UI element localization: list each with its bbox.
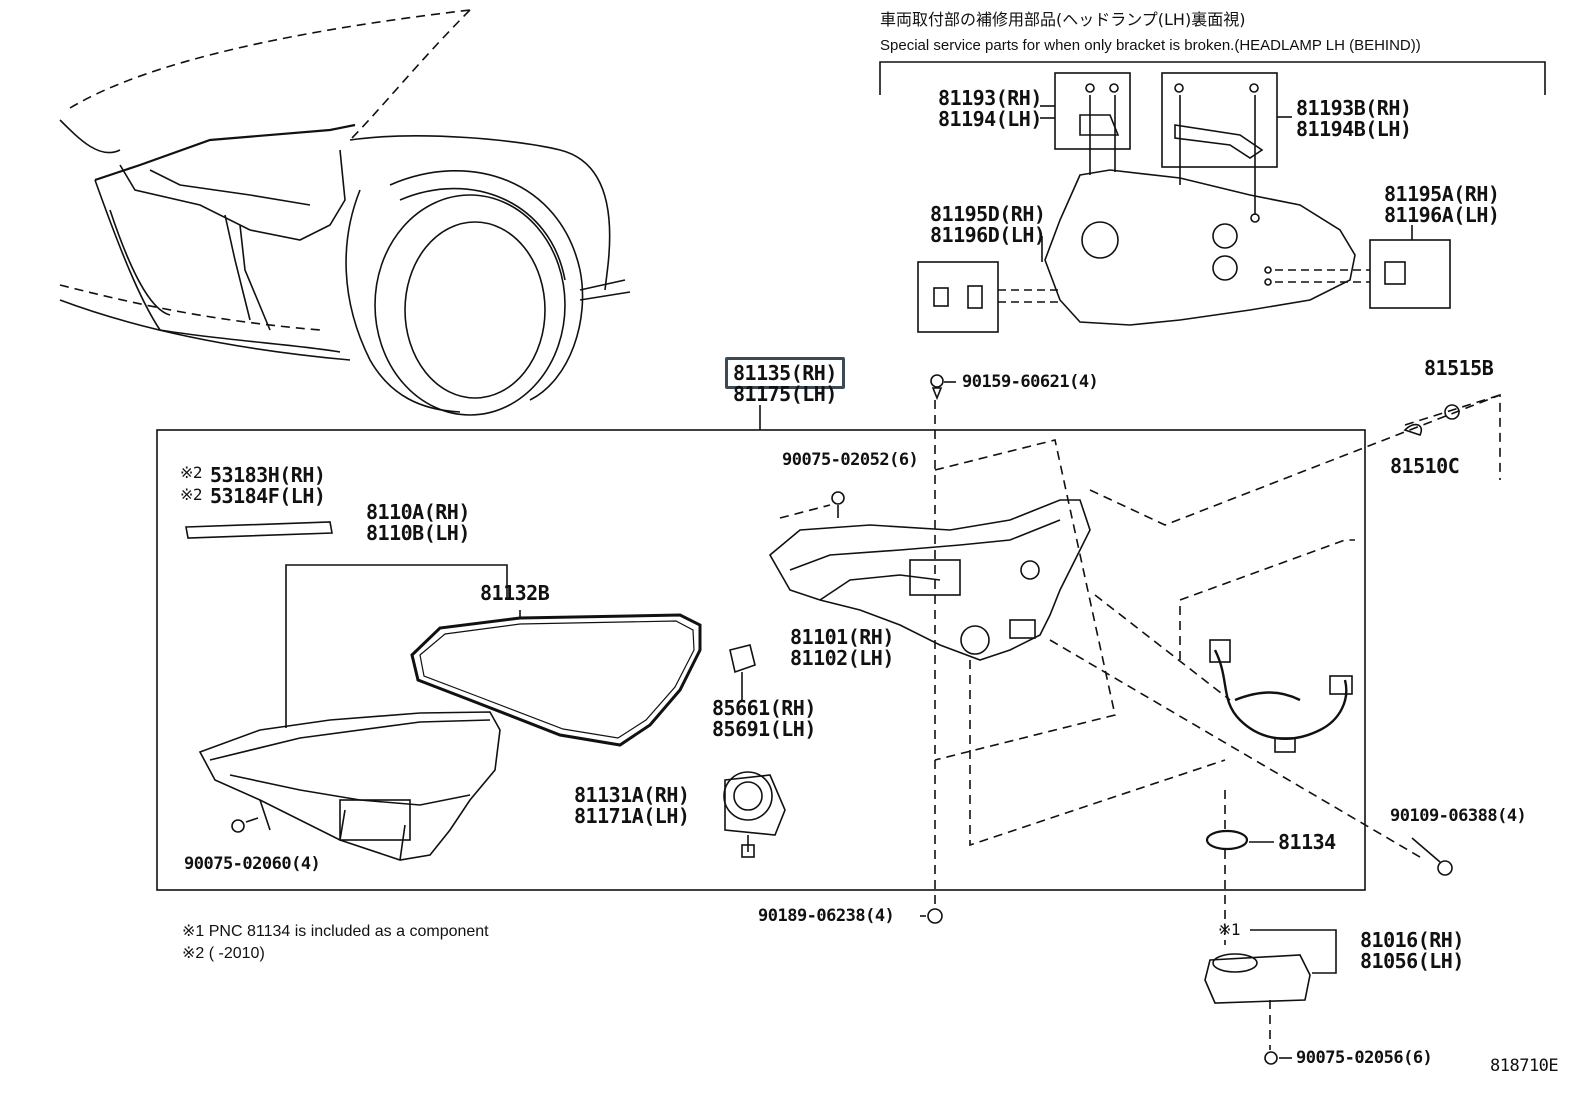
- part-90159-60621[interactable]: 90159-60621(4): [962, 372, 1099, 392]
- part-8110a[interactable]: 8110A(RH) 8110B(LH): [366, 502, 470, 543]
- part-53183h[interactable]: 53183H(RH) 53184F(LH): [210, 463, 326, 508]
- part-90075-02060[interactable]: 90075-02060(4): [184, 854, 321, 874]
- vehicle-front-illustration: [59, 9, 631, 416]
- part-81134[interactable]: 81134: [1278, 830, 1336, 854]
- part-81510c[interactable]: 81510C: [1390, 454, 1460, 478]
- part-85661[interactable]: 85661(RH) 85691(LH): [712, 698, 816, 739]
- part-number-lh: 81102(LH): [790, 646, 894, 670]
- part-number-rh: 81016(RH): [1360, 928, 1464, 952]
- part-number-rh: 81135(RH): [733, 361, 837, 385]
- part-number-lh: 81196D(LH): [930, 223, 1046, 247]
- part-number-lh: 8110B(LH): [366, 521, 470, 545]
- part-81131a[interactable]: 81131A(RH) 81171A(LH): [574, 783, 690, 828]
- footnote-1: ※1 PNC 81134 is included as a component: [182, 923, 489, 940]
- part-number-rh: 53183H(RH): [210, 463, 326, 487]
- part-81193b[interactable]: 81193B(RH) 81194B(LH): [1296, 96, 1412, 141]
- assembly-box: [156, 429, 1366, 891]
- part-number-lh: 81171A(LH): [574, 804, 690, 828]
- footnote-2: ※2 ( -2010): [182, 945, 265, 962]
- part-number-lh: 81194(LH): [938, 107, 1042, 131]
- part-number-rh: 81195D(RH): [930, 202, 1046, 226]
- part-number-lh: 53184F(LH): [210, 484, 326, 508]
- part-81195a[interactable]: 81195A(RH) 81196A(LH): [1384, 182, 1500, 227]
- part-53183h-mark: ※2: [180, 463, 203, 482]
- part-90189-06238[interactable]: 90189-06238(4): [758, 906, 895, 926]
- part-90109-06388[interactable]: 90109-06388(4): [1390, 806, 1527, 826]
- part-number-lh: 81056(LH): [1360, 949, 1464, 973]
- part-number-lh: 81196A(LH): [1384, 203, 1500, 227]
- part-number-rh: 81131A(RH): [574, 783, 690, 807]
- part-90075-02056[interactable]: 90075-02056(6): [1296, 1048, 1433, 1068]
- part-81132b[interactable]: 81132B: [480, 581, 550, 605]
- part-number-rh: 85661(RH): [712, 696, 816, 720]
- part-81193[interactable]: 81193(RH) 81194(LH): [938, 88, 1042, 129]
- part-81135[interactable]: 81135(RH) 81175(LH): [733, 363, 837, 404]
- header-japanese: 車両取付部の補修用部品(ヘッドランプ(LH)裏面視): [880, 10, 1246, 29]
- part-81195d[interactable]: 81195D(RH) 81196D(LH): [930, 202, 1046, 247]
- part-90075-02052[interactable]: 90075-02052(6): [782, 450, 919, 470]
- part-number-rh: 81193(RH): [938, 86, 1042, 110]
- part-number-lh: 81194B(LH): [1296, 117, 1412, 141]
- part-number-rh: 81193B(RH): [1296, 96, 1412, 120]
- part-53184f-mark: ※2: [180, 485, 203, 504]
- part-81515b[interactable]: 81515B: [1424, 356, 1494, 380]
- part-81016-mark: ※1: [1218, 920, 1241, 939]
- part-81101[interactable]: 81101(RH) 81102(LH): [790, 627, 894, 668]
- part-number-rh: 8110A(RH): [366, 500, 470, 524]
- header-english: Special service parts for when only brac…: [880, 37, 1421, 54]
- part-number-rh: 81101(RH): [790, 625, 894, 649]
- part-81016[interactable]: 81016(RH) 81056(LH): [1360, 930, 1464, 971]
- part-number-lh: 81175(LH): [733, 382, 837, 406]
- part-number-rh: 81195A(RH): [1384, 182, 1500, 206]
- figure-id: 818710E: [1490, 1056, 1559, 1076]
- selected-part-highlight: [725, 357, 845, 389]
- bracket-inset: [879, 61, 1546, 333]
- part-number-lh: 85691(LH): [712, 717, 816, 741]
